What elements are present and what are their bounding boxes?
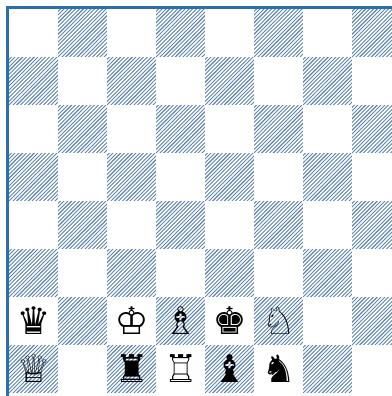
white-rook-icon[interactable]: ♖ xyxy=(163,350,197,388)
black-knight-icon[interactable]: ♞ xyxy=(261,350,295,388)
square-f3[interactable] xyxy=(254,249,303,297)
square-b1[interactable] xyxy=(58,345,107,393)
black-king-icon[interactable]: ♚ xyxy=(212,302,246,340)
square-f1[interactable]: ♞ xyxy=(254,345,303,393)
square-h3[interactable] xyxy=(352,249,392,297)
square-e5[interactable] xyxy=(205,153,254,201)
square-h2[interactable] xyxy=(352,297,392,345)
square-c4[interactable] xyxy=(107,201,156,249)
square-d2[interactable]: ♗ xyxy=(156,297,205,345)
square-d1[interactable]: ♖ xyxy=(156,345,205,393)
square-e2[interactable]: ♚ xyxy=(205,297,254,345)
white-queen-icon[interactable]: ♕ xyxy=(16,350,50,388)
square-h1[interactable] xyxy=(352,345,392,393)
square-d8[interactable] xyxy=(156,9,205,57)
square-b5[interactable] xyxy=(58,153,107,201)
square-b3[interactable] xyxy=(58,249,107,297)
square-a7[interactable] xyxy=(9,57,58,105)
square-e3[interactable] xyxy=(205,249,254,297)
square-b7[interactable] xyxy=(58,57,107,105)
square-c8[interactable] xyxy=(107,9,156,57)
square-a6[interactable] xyxy=(9,105,58,153)
square-c1[interactable]: ♜ xyxy=(107,345,156,393)
square-c3[interactable] xyxy=(107,249,156,297)
square-d4[interactable] xyxy=(156,201,205,249)
white-bishop-icon[interactable]: ♗ xyxy=(163,302,197,340)
white-knight-icon[interactable]: ♘ xyxy=(261,302,295,340)
square-h5[interactable] xyxy=(352,153,392,201)
square-b4[interactable] xyxy=(58,201,107,249)
square-c2[interactable]: ♔ xyxy=(107,297,156,345)
square-c7[interactable] xyxy=(107,57,156,105)
square-f6[interactable] xyxy=(254,105,303,153)
square-b6[interactable] xyxy=(58,105,107,153)
square-a8[interactable] xyxy=(9,9,58,57)
square-e8[interactable] xyxy=(205,9,254,57)
square-g3[interactable] xyxy=(303,249,352,297)
square-g7[interactable] xyxy=(303,57,352,105)
square-e6[interactable] xyxy=(205,105,254,153)
square-f2[interactable]: ♘ xyxy=(254,297,303,345)
square-a4[interactable] xyxy=(9,201,58,249)
square-a5[interactable] xyxy=(9,153,58,201)
square-g2[interactable] xyxy=(303,297,352,345)
square-d3[interactable] xyxy=(156,249,205,297)
square-h4[interactable] xyxy=(352,201,392,249)
white-king-icon[interactable]: ♔ xyxy=(114,302,148,340)
black-bishop-icon[interactable]: ♝ xyxy=(212,350,246,388)
square-d5[interactable] xyxy=(156,153,205,201)
square-h6[interactable] xyxy=(352,105,392,153)
square-f4[interactable] xyxy=(254,201,303,249)
square-d6[interactable] xyxy=(156,105,205,153)
square-c5[interactable] xyxy=(107,153,156,201)
chess-board: ♛ ♔ ♗ ♚ ♘ ♕ ♜ ♖ ♝ ♞ xyxy=(6,6,392,396)
square-a2[interactable]: ♛ xyxy=(9,297,58,345)
square-h8[interactable] xyxy=(352,9,392,57)
square-a3[interactable] xyxy=(9,249,58,297)
square-f7[interactable] xyxy=(254,57,303,105)
square-g5[interactable] xyxy=(303,153,352,201)
square-e7[interactable] xyxy=(205,57,254,105)
square-g4[interactable] xyxy=(303,201,352,249)
square-g6[interactable] xyxy=(303,105,352,153)
square-a1[interactable]: ♕ xyxy=(9,345,58,393)
square-g1[interactable] xyxy=(303,345,352,393)
square-e4[interactable] xyxy=(205,201,254,249)
square-e1[interactable]: ♝ xyxy=(205,345,254,393)
square-f8[interactable] xyxy=(254,9,303,57)
square-c6[interactable] xyxy=(107,105,156,153)
square-h7[interactable] xyxy=(352,57,392,105)
square-d7[interactable] xyxy=(156,57,205,105)
black-rook-icon[interactable]: ♜ xyxy=(114,350,148,388)
black-queen-icon[interactable]: ♛ xyxy=(16,302,50,340)
square-b8[interactable] xyxy=(58,9,107,57)
square-b2[interactable] xyxy=(58,297,107,345)
square-g8[interactable] xyxy=(303,9,352,57)
square-f5[interactable] xyxy=(254,153,303,201)
